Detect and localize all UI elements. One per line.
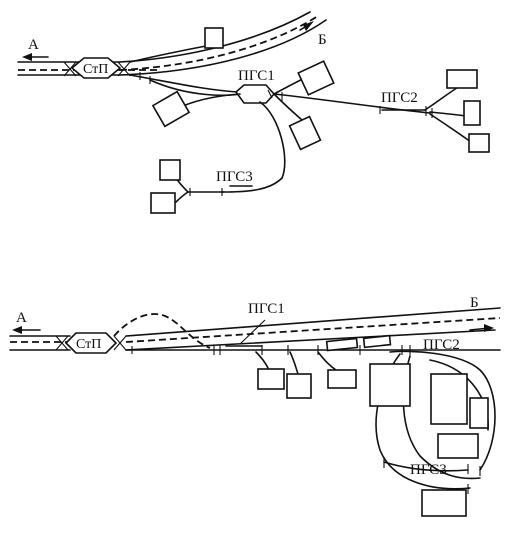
top-direction-a-label: А bbox=[28, 37, 39, 53]
bottom-pgs2-label: ПГС2 bbox=[423, 337, 460, 353]
bottom-pgs2-box-3 bbox=[469, 397, 489, 429]
top-pgs1-box-2 bbox=[151, 90, 191, 128]
bottom-main-track bbox=[9, 335, 71, 351]
bottom-switch-marks bbox=[131, 345, 481, 494]
top-direction-b-arrow bbox=[299, 21, 314, 31]
bottom-pgs1-box-1 bbox=[257, 368, 285, 390]
top-mainline-to-b bbox=[119, 11, 327, 76]
bottom-pgs3-box-1 bbox=[421, 489, 467, 517]
bottom-pgs1-label: ПГС1 bbox=[248, 301, 285, 317]
bottom-track-box-1 bbox=[325, 337, 359, 352]
bottom-direction-a-label: А bbox=[16, 310, 27, 326]
bottom-station-label: СтП bbox=[76, 337, 101, 352]
top-pgs1-box-3 bbox=[288, 115, 322, 151]
top-siding-box-1 bbox=[204, 27, 224, 49]
top-pgs2-box-3 bbox=[468, 133, 490, 153]
bottom-pgs2-box-1 bbox=[369, 363, 411, 407]
top-pgs2-box-2 bbox=[463, 100, 481, 126]
top-pgs1-box-1 bbox=[297, 60, 335, 96]
bottom-pgs2-box-2 bbox=[430, 373, 468, 425]
bottom-pgs3-label: ПГС3 bbox=[410, 462, 447, 478]
top-station-label: СтП bbox=[83, 62, 108, 77]
top-pgs3-box-2 bbox=[150, 192, 176, 214]
bottom-station bbox=[55, 332, 127, 354]
bottom-mainline-to-b bbox=[113, 307, 501, 351]
bottom-pgs2-box-4 bbox=[437, 433, 479, 459]
top-scheme: А СтП Б bbox=[17, 11, 490, 214]
bottom-direction-a-arrow bbox=[12, 326, 41, 334]
bottom-direction-b-arrow bbox=[469, 324, 494, 332]
bottom-scheme: А СтП Б П bbox=[9, 295, 501, 517]
top-pgs2-box-1 bbox=[446, 69, 478, 89]
top-pgs1-label: ПГС1 bbox=[238, 68, 275, 84]
bottom-track-box-2 bbox=[362, 334, 392, 349]
top-direction-b-label: Б bbox=[318, 32, 327, 48]
top-pgs2-label: ПГС2 bbox=[381, 90, 418, 106]
bottom-direction-b-label: Б bbox=[470, 295, 479, 311]
bottom-pgs1-box-2 bbox=[286, 373, 312, 399]
top-switch-marks bbox=[139, 72, 433, 196]
bottom-pgs1-box-3 bbox=[327, 369, 357, 389]
top-direction-a-arrow bbox=[22, 53, 49, 61]
top-pgs3-label: ПГС3 bbox=[216, 169, 253, 185]
top-pgs3-box-1 bbox=[159, 159, 181, 181]
